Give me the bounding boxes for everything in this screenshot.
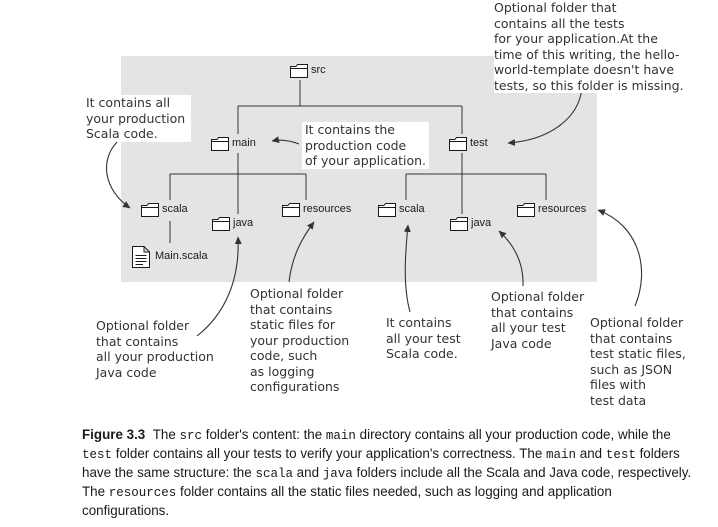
note-production-scala: It contains all your production Scala co… [86,95,192,142]
note-line: such as JSON [590,361,673,377]
note-line: all your test [491,320,566,335]
note-line: your production [86,110,186,126]
caption-text: folder contains all the static files nee… [82,484,612,518]
note-line: your production [250,332,350,348]
note-line: Optional folder [590,315,684,330]
callout-arrow [271,136,300,145]
callout-arrow [105,140,131,209]
caption-text: directory contains all your production c… [355,427,671,442]
folder-icon [282,203,300,217]
note-line: tests, so this folder is missing. [494,77,684,93]
note-line: all your production [96,349,214,364]
folder-icon [449,137,467,151]
note-main-folder: It contains the production code of your … [302,122,430,169]
callout-arrow [196,236,242,337]
caption-code: resources [108,486,177,500]
caption-code: src [179,429,203,443]
note-line: Optional folder [250,286,344,301]
note-line: configurations [250,379,340,394]
note-line: static files for [250,317,336,332]
note-line: code, such [250,348,318,363]
file-main-scala: Main.scala [131,245,208,274]
callout-arrow [498,230,524,287]
note-test-folder: Optional folder that contains all the te… [494,0,684,93]
caption-text: and [576,446,606,461]
caption-text: The [152,427,180,442]
note-line: Optional folder [96,318,190,333]
caption-text: folder's content: the [202,427,326,442]
note-line: of your application. [305,153,427,168]
note-line: Optional folder [491,289,585,304]
callout-arrow [507,87,583,146]
note-line: world-template doesn't have [494,62,675,77]
caption-code: test [605,448,636,462]
folder-icon [517,203,535,217]
note-line: that contains [590,330,673,346]
folder-icon [290,64,308,78]
note-line: It contains [386,315,452,330]
caption-text: folders have the same structure: the [82,446,680,480]
note-line: contains all the tests [494,15,625,31]
note-line: It contains the [305,122,395,137]
figure-caption: Figure 3.3 The src folder's content: the… [82,426,694,520]
folder-icon [450,217,468,231]
callout-arrow [403,224,411,313]
folder-tree-panel [121,56,597,282]
caption-text: folders include all the Scala and Java c… [82,465,692,499]
caption-text: and [292,465,323,480]
note-line: that contains [491,304,574,320]
note-test-scala: It contains all your test Scala code. [386,315,461,362]
note-line: time of this writing, the hello- [494,46,680,62]
note-main-resources: Optional folder that contains static fil… [250,286,349,395]
note-line: that contains [96,333,179,349]
note-line: Java code [491,335,552,351]
note-test-java: Optional folder that contains all your t… [491,289,584,351]
folder-icon [211,137,229,151]
caption-code: java [322,467,353,481]
note-line: Java code [96,364,157,380]
folder-icon [141,203,159,217]
caption-code: main [546,448,577,462]
callout-arrow [597,209,643,307]
note-test-resources: Optional folder that contains test stati… [590,315,686,408]
note-main-java: Optional folder that contains all your p… [96,318,214,380]
note-line: Scala code. [386,346,458,361]
folder-icon [212,217,230,231]
caption-text: folder contains all your tests to verify… [112,446,547,461]
note-line: as logging [250,363,315,379]
note-line: for your application.At the [494,31,658,46]
caption-code: test [82,448,113,462]
note-line: that contains [250,301,333,317]
file-icon [132,246,150,268]
caption-code: main [325,429,356,443]
folder-icon [378,203,396,217]
callout-arrow [288,221,315,283]
note-line: It contains all [86,95,171,110]
figure-label: Figure 3.3 [82,427,146,442]
note-line: Scala code. [86,126,158,141]
note-line: all your test [386,330,461,346]
note-line: files with [590,377,647,392]
note-line: test static files, [590,346,686,361]
note-line: Optional folder that [494,0,617,15]
caption-code: scala [255,467,293,481]
note-line: test data [590,392,647,408]
note-line: production code [305,137,407,153]
